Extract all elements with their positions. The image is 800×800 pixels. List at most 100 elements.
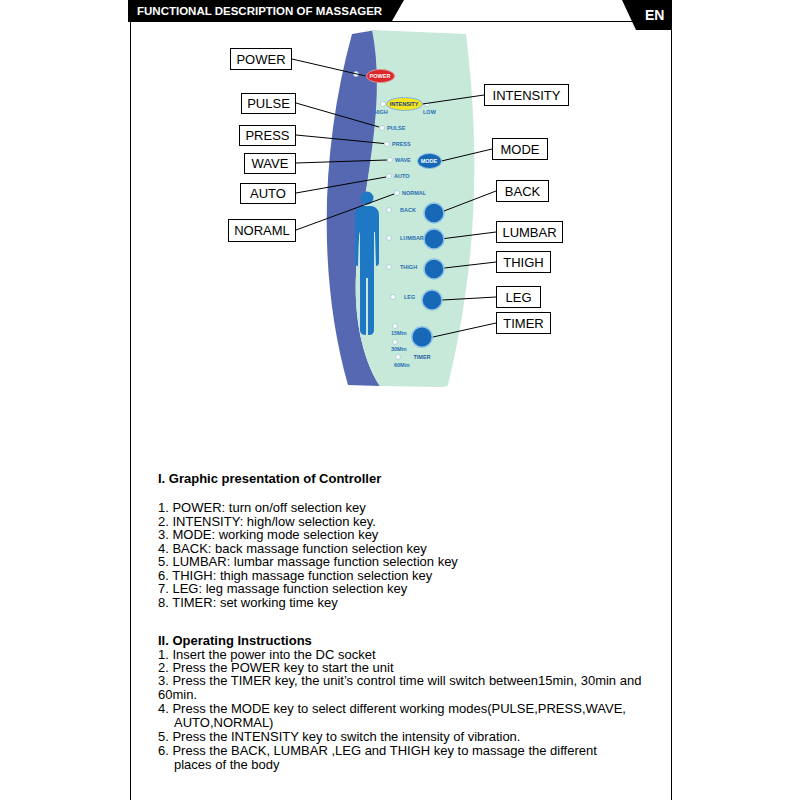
callout-label: INTENSITY <box>493 88 561 103</box>
instruction-line: 6. THIGH: thigh massage function selecti… <box>158 569 432 583</box>
callout-box: TIMER <box>496 312 551 334</box>
controller-back-band <box>327 30 380 386</box>
leader-lines <box>445 262 497 268</box>
oval-key-shape <box>366 70 394 83</box>
leader-lines <box>296 103 496 300</box>
leader-lines <box>296 177 386 193</box>
instruction-line: 3. MODE: working mode selection key <box>158 528 378 542</box>
indicator-label: PRESS <box>392 141 411 148</box>
callout-box: MODE <box>492 138 548 160</box>
callout-box: LUMBAR <box>496 221 563 243</box>
section-heading: I. Graphic presentation of Controller <box>158 472 381 486</box>
callout-box: LEG <box>496 286 541 308</box>
instruction-line: 8. TIMER: set working time key <box>158 596 338 610</box>
indicator-leds <box>387 236 392 241</box>
leader-line <box>433 323 496 337</box>
callout-label: WAVE <box>252 156 289 171</box>
callout-box: PULSE <box>241 93 296 114</box>
indicator-leds <box>388 158 393 163</box>
callout-label: LUMBAR <box>502 225 556 240</box>
page-title: FUNCTIONAL DESCRIPTION OF MASSAGER <box>137 4 382 18</box>
round-key-shape <box>412 327 433 348</box>
callout-box: BACK <box>496 180 549 202</box>
oval-key-shape <box>386 98 422 111</box>
indicator-label: 30Min <box>391 346 407 353</box>
oval-key-shape <box>417 154 441 169</box>
leader-lines <box>445 232 497 239</box>
callout-box: INTENSITY <box>484 84 569 106</box>
oval-key: MODE <box>417 153 442 169</box>
leader-line <box>292 59 366 76</box>
callout-label: AUTO <box>250 186 286 201</box>
indicator-label: NORMAL <box>402 190 426 197</box>
indicator-leds <box>393 340 398 345</box>
callout-label: LEG <box>505 290 531 305</box>
indicator-label: AUTO <box>394 173 409 180</box>
instruction-line: 2. Press the POWER key to start the unit <box>158 661 394 675</box>
indicator-leds <box>393 324 398 329</box>
callout-label: NORAML <box>234 223 290 238</box>
indicator-label: LUMBAR <box>400 235 424 242</box>
leader-lines <box>296 135 384 144</box>
key-label: INTENSITY <box>390 101 419 107</box>
indicator-label: LOW <box>423 109 436 116</box>
callout-box: POWER <box>230 48 292 70</box>
indicator-leds <box>380 126 385 131</box>
instruction-line: 1. POWER: turn on/off selection key <box>158 501 366 515</box>
indicator-label: 60Min <box>394 362 410 369</box>
callout-box: NORAML <box>228 219 296 242</box>
indicator-leds <box>387 265 392 270</box>
instruction-line: 6. Press the BACK, LUMBAR ,LEG and THIGH… <box>158 744 628 771</box>
indicator-leds <box>381 102 386 107</box>
instruction-line: 5. LUMBAR: lumbar massage function selec… <box>158 555 458 569</box>
round-keys <box>424 203 444 223</box>
language-code: EN <box>645 7 664 24</box>
leader-lines <box>296 103 379 127</box>
indicator-label: THIGH <box>400 264 417 271</box>
key-label: MODE <box>421 158 438 164</box>
leader-line <box>423 95 485 104</box>
round-keys <box>422 203 444 310</box>
instruction-line: 4. BACK: back massage function selection… <box>158 542 427 556</box>
indicator-leds <box>395 191 400 196</box>
indicator-leds <box>387 174 392 179</box>
leader-lines <box>444 191 496 211</box>
instruction-line: 2. INTENSITY: high/low selection key. <box>158 515 376 529</box>
instruction-line: 7. LEG: leg massage function selection k… <box>158 582 407 596</box>
indicator-leds <box>387 208 392 213</box>
section-heading: II. Operating Instructions <box>158 634 312 648</box>
indicator-label: WAVE <box>395 157 411 164</box>
callout-label: PULSE <box>247 96 290 111</box>
leader-lines <box>296 160 387 163</box>
callout-box: WAVE <box>244 153 296 174</box>
indicator-label: BACK <box>400 207 416 214</box>
callout-box: PRESS <box>239 125 296 146</box>
callout-label: TIMER <box>503 316 543 331</box>
title-bar <box>128 0 404 21</box>
timer-key: TIMER <box>411 326 433 360</box>
callout-label: BACK <box>505 184 540 199</box>
indicator-leds <box>396 355 401 360</box>
callout-box: THIGH <box>496 251 551 273</box>
callout-label: POWER <box>236 52 285 67</box>
page-frame <box>128 21 672 800</box>
leader-line <box>442 149 493 161</box>
indicator-leds <box>385 142 390 147</box>
indicator-label: PULSE <box>387 125 405 132</box>
instruction-line: 4. Press the MODE key to select differen… <box>158 702 654 729</box>
body-figure <box>355 206 379 335</box>
callout-label: PRESS <box>245 128 289 143</box>
instruction-line: 5. Press the INTENSITY key to switch the… <box>158 730 520 744</box>
callout-label: THIGH <box>503 255 543 270</box>
callout-label: MODE <box>501 142 540 157</box>
oval-key: INTENSITY <box>386 97 423 111</box>
key-label: POWER <box>370 73 391 79</box>
callout-box: AUTO <box>240 183 296 204</box>
round-keys <box>424 229 444 249</box>
leader-lines <box>296 194 394 230</box>
language-tab <box>622 0 672 30</box>
instruction-line: 3. Press the TIMER key, the unit’s contr… <box>158 674 653 701</box>
leader-lines <box>443 297 497 300</box>
